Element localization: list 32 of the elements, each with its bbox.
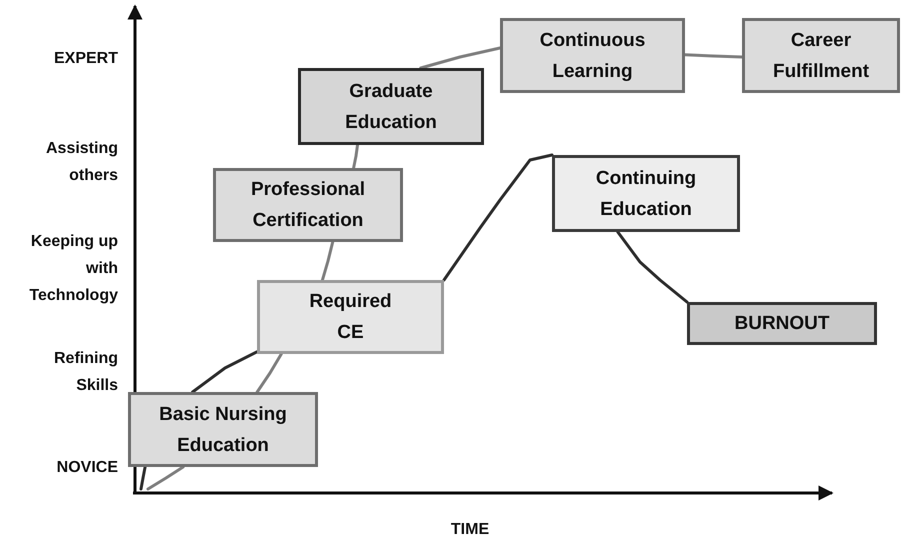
stage-box xyxy=(500,18,685,93)
stage-box xyxy=(257,280,444,354)
axis-level-label: Keeping up with Technology xyxy=(28,232,118,306)
connector-line xyxy=(442,154,554,282)
box-label: Continuing Education xyxy=(594,166,698,222)
stage-box xyxy=(213,168,403,242)
stage-box xyxy=(552,155,740,232)
stage-box xyxy=(128,392,318,467)
box-label: Basic Nursing Education xyxy=(158,402,288,458)
connector-line xyxy=(684,53,744,58)
connector-line xyxy=(419,46,502,70)
connector-line xyxy=(352,144,360,170)
box-label: Required CE xyxy=(308,290,393,345)
axis-level-label: NOVICE xyxy=(56,458,118,478)
connector-line xyxy=(616,230,688,304)
axis-level-label: EXPERT xyxy=(52,49,118,69)
box-label: Graduate Education xyxy=(344,80,438,134)
axis-level-label: Refining Skills xyxy=(53,349,118,396)
connector-line xyxy=(320,240,334,282)
box-label: Professional Certification xyxy=(250,178,366,233)
box-label: Career Fulfillment xyxy=(772,28,870,84)
stage-box xyxy=(687,302,877,345)
box-label: Continuous Learning xyxy=(538,28,646,84)
axis-title: TIME xyxy=(450,520,490,539)
box-label: BURNOUT xyxy=(734,312,830,336)
connector-line xyxy=(256,352,283,394)
axis-level-label: Assisting others xyxy=(44,139,118,186)
connector-line xyxy=(191,350,258,394)
stage-box xyxy=(298,68,484,145)
connector-line xyxy=(146,466,185,490)
stage-box xyxy=(742,18,900,93)
connector-line xyxy=(140,466,147,490)
